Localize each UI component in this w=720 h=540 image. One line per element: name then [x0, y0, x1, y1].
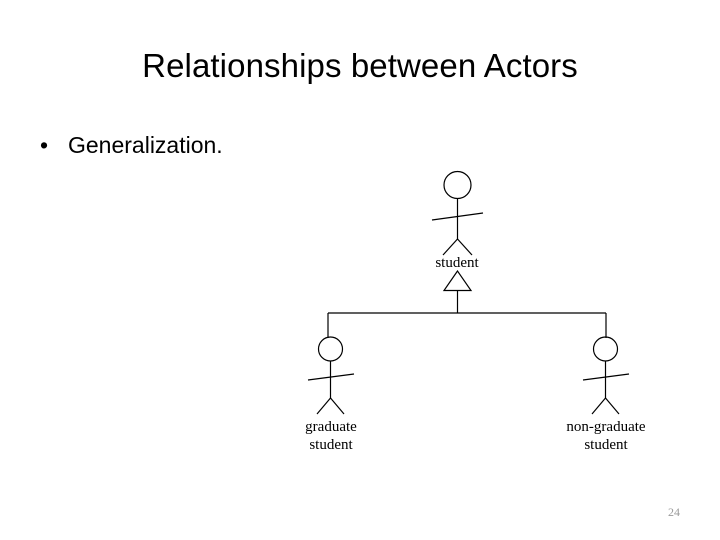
actor-leg-left-icon [442, 238, 458, 256]
actor-non-graduate-student [582, 336, 630, 415]
actor-head-icon [592, 336, 619, 362]
actor-graduate-student [307, 336, 355, 415]
actor-leg-right-icon [605, 397, 620, 415]
actor-label-graduate-student: graduate student [271, 418, 391, 454]
actor-label-line: student [309, 437, 353, 453]
actor-head-icon [317, 336, 344, 362]
generalization-triangle-icon [442, 269, 473, 292]
actor-label-line: student [435, 255, 479, 271]
actor-student [431, 170, 484, 256]
bullet-item-label: Generalization. [68, 132, 223, 158]
actor-arms-icon [431, 212, 484, 221]
actor-arms-icon [582, 373, 630, 381]
actor-label-student: student [397, 254, 517, 272]
actor-label-line: non-graduate [566, 419, 646, 435]
page-number: 24 [668, 505, 680, 519]
list-item: • Generalization. [34, 130, 454, 160]
actor-leg-left-icon [316, 397, 331, 415]
actor-leg-right-icon [457, 238, 473, 256]
actor-label-line: student [584, 437, 628, 453]
actor-leg-right-icon [330, 397, 345, 415]
actor-arms-icon [307, 373, 355, 381]
bullet-marker-icon: • [40, 132, 49, 158]
actor-leg-left-icon [591, 397, 606, 415]
actor-label-line: graduate [305, 419, 357, 435]
bullet-list: • Generalization. [34, 130, 454, 160]
actor-head-icon [443, 170, 472, 200]
generalization-connector [327, 290, 607, 338]
actor-label-non-graduate-student: non-graduate student [546, 418, 666, 454]
page-title: Relationships between Actors [142, 47, 578, 84]
